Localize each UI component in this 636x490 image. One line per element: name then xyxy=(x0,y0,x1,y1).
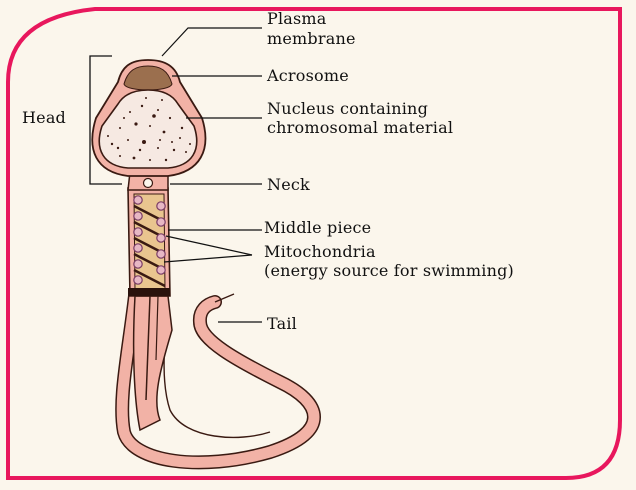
plasma-membrane-leader xyxy=(161,27,262,57)
middle-piece-shape xyxy=(127,187,171,297)
mitochondria-leader-2 xyxy=(163,254,253,263)
acrosome-label: Acrosome xyxy=(267,66,349,85)
middle-piece-label: Middle piece xyxy=(264,218,372,237)
mitochondria-leader-1 xyxy=(165,235,253,256)
head-bracket xyxy=(89,55,122,185)
tail-shape xyxy=(115,289,321,470)
tail-label: Tail xyxy=(267,314,298,333)
nucleus-label-line2: chromosomal material xyxy=(267,118,454,137)
plasma-membrane-label-line2: membrane xyxy=(267,29,356,48)
head-label: Head xyxy=(22,108,67,127)
nucleus-label: Nucleus containing xyxy=(267,99,429,118)
mitochondria-label: Mitochondria xyxy=(264,242,376,261)
mitochondria-label-line2: (energy source for swimming) xyxy=(264,261,514,280)
head-shape xyxy=(91,59,207,177)
neck-label: Neck xyxy=(267,175,310,194)
plasma-membrane-label: Plasma xyxy=(267,9,327,28)
